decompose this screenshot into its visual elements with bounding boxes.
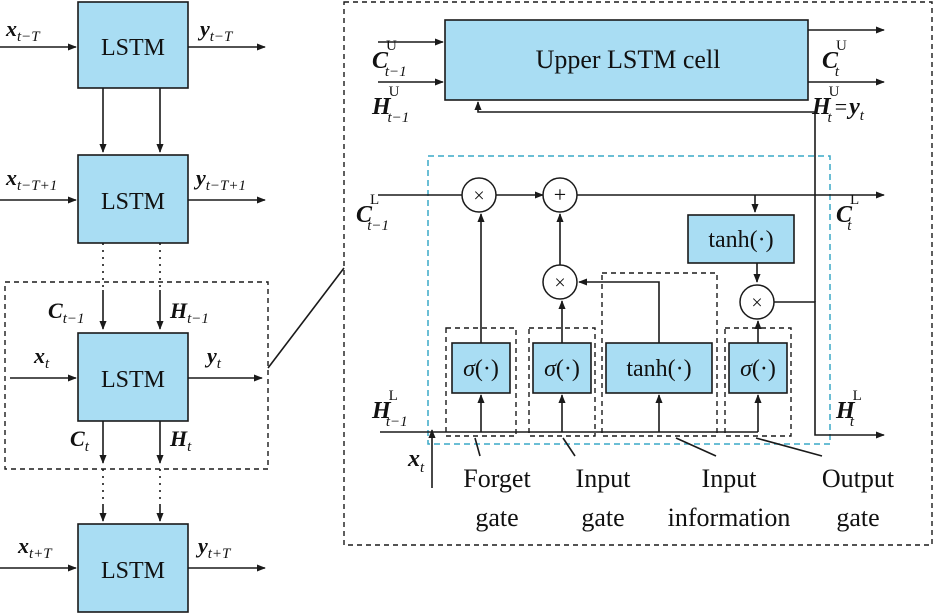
- output-label-2: yt−T+1: [193, 165, 246, 194]
- info-caption-2: information: [668, 503, 791, 532]
- lstm-cell-1-label: LSTM: [101, 35, 165, 61]
- state-in-h-label: Ht−1: [169, 298, 209, 327]
- forget-gate-caption-2: gate: [475, 503, 518, 532]
- output-label-1: yt−T: [197, 16, 234, 45]
- input-gate-caption-1: Input: [576, 464, 632, 493]
- forget-gate-caption-1: Forget: [463, 464, 531, 493]
- forget-sigma-label: σ(·): [463, 356, 499, 382]
- h-to-upper-line: [474, 101, 816, 302]
- lower-h-out-line: [774, 301, 885, 439]
- output-gate-caption-1: Output: [822, 464, 895, 493]
- output-sigma-box: [728, 342, 788, 394]
- output-gate-frame: [724, 327, 792, 437]
- output-multiply-symbol: ×: [751, 292, 762, 314]
- input-label-1: xt−T: [5, 16, 41, 45]
- info-caption-1: Input: [702, 464, 758, 493]
- output-gate-caption-2: gate: [836, 503, 879, 532]
- forget-sigma-box: [451, 342, 511, 394]
- detail-frame: [343, 1, 933, 546]
- input-label-3: xt: [33, 343, 50, 372]
- lstm-cell-3-label: LSTM: [101, 367, 165, 393]
- upper-lstm-cell-label: Upper LSTM cell: [536, 45, 721, 74]
- left-lstm-chain: LSTM xt−T yt−T LSTM xt−T+1 yt−T+1 Ct−1 H…: [0, 1, 345, 613]
- upper-lstm-cell: [444, 19, 809, 101]
- input-pointer: [562, 437, 576, 457]
- input-gate-caption-2: gate: [581, 503, 624, 532]
- lstm-cell-4-label: LSTM: [101, 558, 165, 584]
- forget-pointer: [474, 437, 481, 457]
- lstm-cell-4: [77, 523, 189, 613]
- add-symbol: +: [554, 182, 566, 207]
- state-in-c-label: Ct−1: [48, 298, 84, 327]
- info-pointer: [675, 437, 717, 457]
- add-node: [542, 177, 578, 213]
- lower-cell-frame: [427, 155, 831, 445]
- state-out-h-label: Ht: [169, 426, 192, 455]
- lstm-cell-3: [77, 332, 189, 422]
- output-pointer: [755, 437, 823, 457]
- lstm-cell-2-label: LSTM: [101, 189, 165, 215]
- input-sigma-label: σ(·): [544, 356, 580, 382]
- input-info-frame: [601, 272, 718, 437]
- input-gate-frame: [528, 327, 596, 437]
- forget-multiply-node: [461, 177, 497, 213]
- zoom-connector: [267, 267, 345, 369]
- info-out-arrow: [578, 278, 660, 343]
- output-sigma-label: σ(·): [740, 356, 776, 382]
- output-label-4: yt+T: [195, 533, 232, 562]
- output-label-3: yt: [204, 343, 222, 372]
- input-label-2: xt−T+1: [5, 165, 57, 194]
- input-label-4: xt+T: [17, 533, 53, 562]
- lstm-cell-2: [77, 154, 189, 244]
- x-in-label: xt: [407, 446, 425, 476]
- info-tanh-label: tanh(·): [626, 356, 691, 382]
- info-tanh-box: [605, 342, 713, 394]
- lstm-cell-1: [77, 1, 189, 89]
- cell-tanh-box: [687, 214, 795, 264]
- input-multiply-symbol: ×: [554, 272, 565, 294]
- forget-multiply-symbol: ×: [473, 185, 484, 207]
- cell-tanh-label: tanh(·): [708, 227, 773, 253]
- state-out-c-label: Ct: [70, 426, 90, 455]
- forget-gate-frame: [445, 327, 517, 437]
